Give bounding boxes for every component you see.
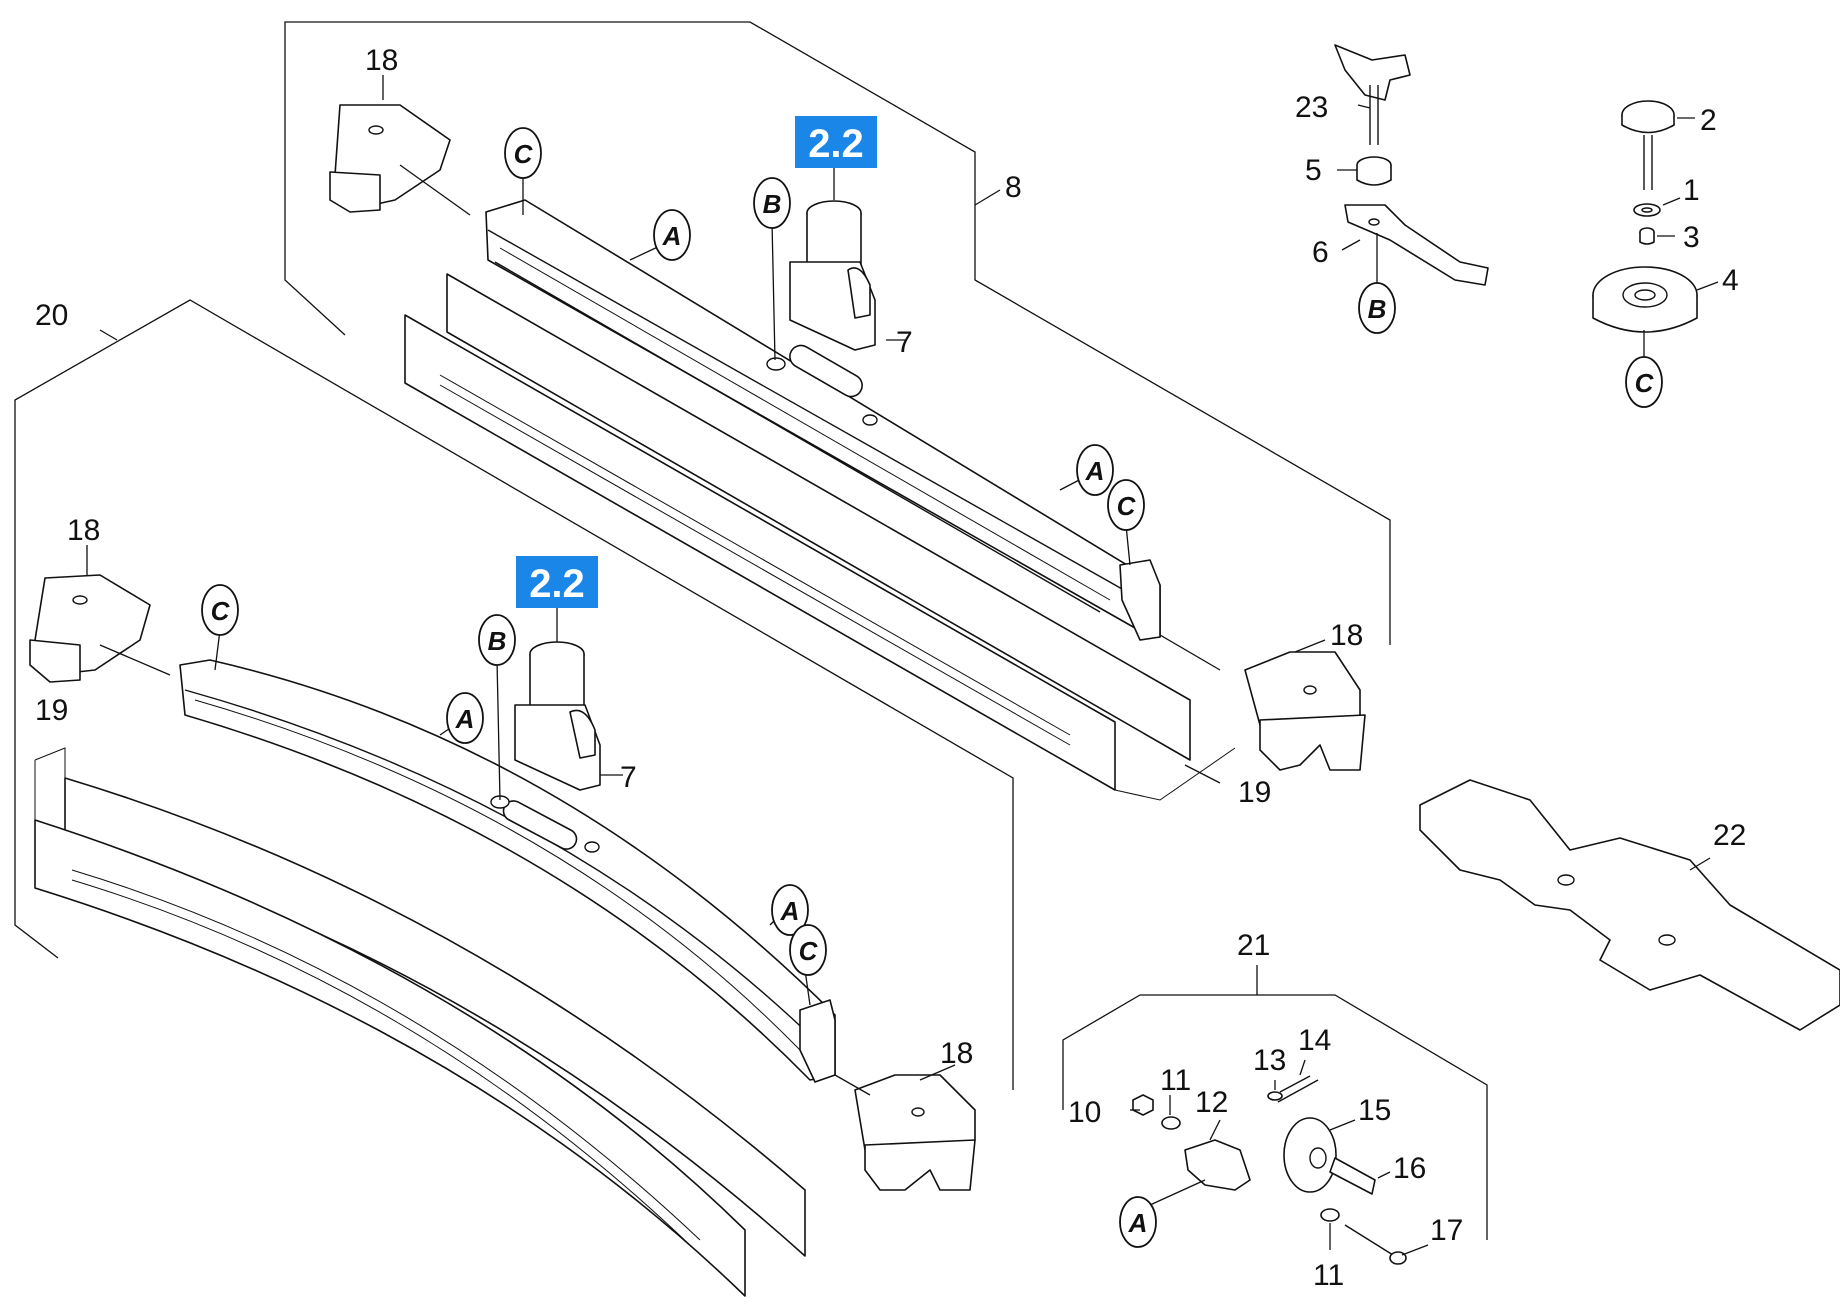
callout-labels: 18 8 7 20 18 19 18 19 7 18 23 5 6 2 1 3 … xyxy=(35,44,1746,1292)
callout-5: 5 xyxy=(1305,154,1322,187)
svg-text:2.2: 2.2 xyxy=(808,122,864,166)
ref-c-wheel: C xyxy=(1625,356,1663,408)
svg-text:A: A xyxy=(662,221,682,251)
svg-text:A: A xyxy=(1128,1208,1148,1238)
ref-b-bracket: B xyxy=(1358,282,1396,334)
group-20-outline xyxy=(14,299,1014,1090)
callout-17: 17 xyxy=(1430,1214,1463,1247)
svg-text:2.2: 2.2 xyxy=(529,562,585,606)
ref-c-bottom-left: C xyxy=(201,584,239,636)
group-8-outline xyxy=(284,21,1391,645)
callout-7-bottom: 7 xyxy=(620,761,637,794)
ref-a-bottom-1: A xyxy=(446,692,484,744)
svg-text:B: B xyxy=(1368,294,1387,324)
wheel-4 xyxy=(1592,266,1698,333)
callout-18-top-right: 18 xyxy=(1330,619,1363,652)
callout-3: 3 xyxy=(1683,221,1700,254)
callout-22: 22 xyxy=(1713,819,1746,852)
ref-a-roller: A xyxy=(1119,1196,1157,1248)
ref-a-top-1: A xyxy=(653,209,691,261)
ref-b-top: B xyxy=(753,177,791,229)
callout-8: 8 xyxy=(1005,171,1022,204)
callout-4: 4 xyxy=(1722,264,1739,297)
svg-text:C: C xyxy=(514,139,534,169)
ref-a-bottom-2: A xyxy=(771,884,809,936)
upper-rail xyxy=(485,199,1161,641)
callout-11-upper: 11 xyxy=(1160,1064,1191,1097)
svg-text:A: A xyxy=(455,704,475,734)
callout-14: 14 xyxy=(1298,1024,1331,1057)
end-cap-18-bottom-left xyxy=(29,574,151,683)
callout-13: 13 xyxy=(1253,1044,1286,1077)
roller-21-parts xyxy=(1132,1075,1407,1265)
svg-text:C: C xyxy=(799,936,819,966)
svg-text:A: A xyxy=(1085,456,1105,486)
ref-a-top-2: A xyxy=(1076,444,1114,496)
callout-6: 6 xyxy=(1312,236,1329,269)
ref-leaders xyxy=(214,162,1131,1006)
connector-7-top xyxy=(766,200,878,426)
washer-1 xyxy=(1633,203,1661,217)
end-cap-18-top-left xyxy=(329,104,451,213)
ref-c-top-right: C xyxy=(1107,479,1145,531)
ref-c-bottom-right: C xyxy=(789,924,827,976)
callout-12: 12 xyxy=(1195,1086,1228,1119)
knob-screw-2 xyxy=(1621,100,1675,190)
leader-lines xyxy=(86,75,1719,1256)
spacer-5 xyxy=(1356,156,1392,186)
callout-7-top: 7 xyxy=(896,326,913,359)
connector-7-bottom xyxy=(514,641,601,791)
ref-b-bottom: B xyxy=(478,614,516,666)
badge-2-2-top[interactable]: 2.2 xyxy=(795,116,877,200)
svg-text:C: C xyxy=(1117,491,1137,521)
group-21-outline xyxy=(1062,965,1488,1240)
callout-19-top: 19 xyxy=(1238,776,1271,809)
callout-19-bottom: 19 xyxy=(35,694,68,727)
upper-panel-19 xyxy=(404,273,1236,801)
callout-18-top-left: 18 xyxy=(365,44,398,77)
svg-text:C: C xyxy=(1635,368,1655,398)
svg-text:C: C xyxy=(211,596,231,626)
svg-text:A: A xyxy=(780,896,800,926)
svg-text:B: B xyxy=(488,626,507,656)
svg-text:B: B xyxy=(763,189,782,219)
callout-10: 10 xyxy=(1068,1096,1101,1129)
callout-15: 15 xyxy=(1358,1094,1391,1127)
end-cap-18-top-right xyxy=(1244,651,1366,771)
callout-18-bottom-left: 18 xyxy=(67,514,100,547)
bracket-6 xyxy=(1344,204,1489,286)
spacer-3 xyxy=(1639,227,1655,245)
callout-11-lower: 11 xyxy=(1313,1259,1344,1292)
callout-18-bottom-right: 18 xyxy=(940,1037,973,1070)
callout-23: 23 xyxy=(1295,91,1328,124)
callout-1: 1 xyxy=(1683,174,1700,207)
end-cap-18-bottom-right xyxy=(854,1074,976,1191)
callout-20: 20 xyxy=(35,299,68,332)
lower-panel-19 xyxy=(34,747,806,1297)
plate-22 xyxy=(1419,779,1840,1031)
callout-16: 16 xyxy=(1393,1152,1426,1185)
callout-21: 21 xyxy=(1237,929,1270,962)
callout-2: 2 xyxy=(1700,104,1717,137)
thumb-screw-23 xyxy=(1334,44,1411,145)
ref-c-top-left: C xyxy=(504,127,542,179)
ref-markers: C A B A C C A B xyxy=(201,127,1663,1248)
badge-2-2-bottom[interactable]: 2.2 xyxy=(516,556,598,642)
